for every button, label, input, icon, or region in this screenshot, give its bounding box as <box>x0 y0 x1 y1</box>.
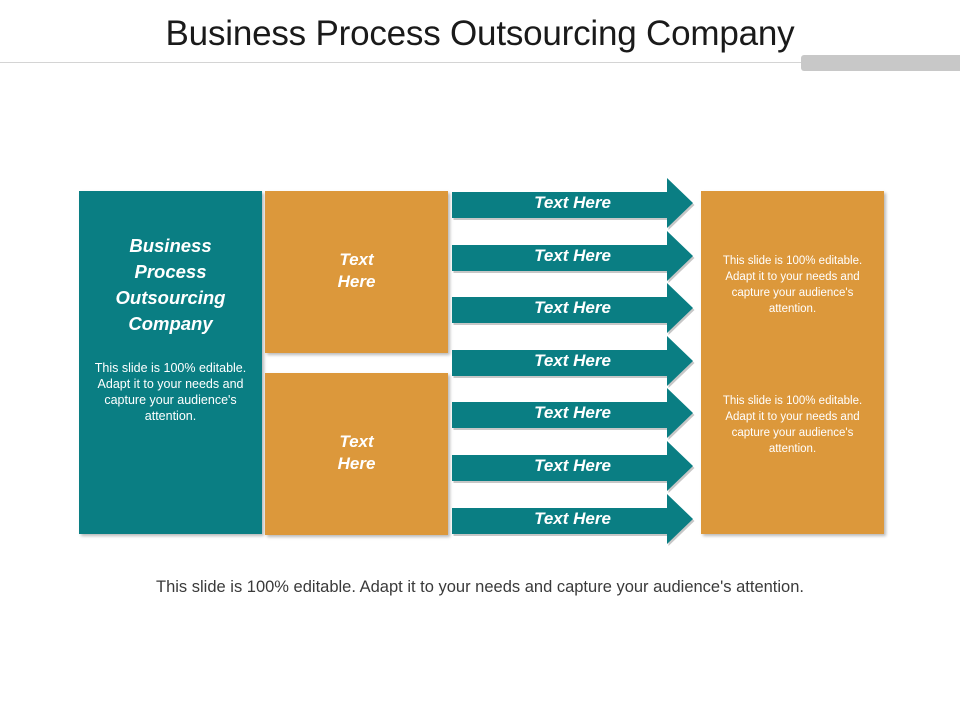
arrow-body <box>452 441 693 491</box>
slide-title: Business Process Outsourcing Company <box>165 14 795 53</box>
arrow-label: Text Here <box>534 193 611 212</box>
arrow-item: Text Here <box>452 230 695 283</box>
arrow-shape <box>452 178 695 230</box>
arrow-body <box>452 178 693 228</box>
right-panel-text-1: This slide is 100% editable. Adapt it to… <box>722 255 863 315</box>
arrow-body <box>452 230 693 281</box>
arrow-item: Text Here <box>452 283 695 336</box>
middle-box-2: Text Here <box>265 373 448 535</box>
arrow-shape <box>452 493 695 546</box>
arrow-body <box>452 493 693 544</box>
title-divider <box>0 62 960 63</box>
left-panel: Business Process Outsourcing Company Thi… <box>79 191 262 534</box>
arrow-item: Text Here <box>452 335 695 388</box>
arrow-shape <box>452 283 695 336</box>
left-panel-body: This slide is 100% editable. Adapt it to… <box>94 361 247 423</box>
arrow-item: Text Here <box>452 388 695 441</box>
arrow-shape <box>452 388 695 441</box>
right-panel: This slide is 100% editable. Adapt it to… <box>701 191 884 534</box>
arrow-label: Text Here <box>534 298 611 318</box>
title-accent-tab <box>801 55 960 71</box>
arrow-shape <box>452 335 695 388</box>
arrow-item: Text Here <box>452 493 695 546</box>
arrow-label: Text Here <box>534 456 611 475</box>
arrow-label: Text Here <box>534 350 611 370</box>
arrow-label: Text Here <box>534 403 611 423</box>
arrow-label: Text Here <box>534 508 611 528</box>
arrow-body <box>452 335 693 386</box>
arrow-label: Text Here <box>534 245 611 265</box>
arrow-item: Text Here <box>452 178 695 230</box>
right-panel-text-2: This slide is 100% editable. Adapt it to… <box>722 395 863 455</box>
left-panel-title: Business Process Outsourcing Company <box>115 235 226 334</box>
arrow-item: Text Here <box>452 441 695 493</box>
arrow-body <box>452 388 693 439</box>
middle-box-1: Text Here <box>265 191 448 353</box>
arrow-shape <box>452 230 695 283</box>
slide-caption: This slide is 100% editable. Adapt it to… <box>156 578 804 596</box>
middle-box-label: Text Here <box>337 250 376 291</box>
middle-box-label: Text Here <box>337 432 376 473</box>
arrow-body <box>452 283 693 334</box>
arrow-shape <box>452 441 695 493</box>
